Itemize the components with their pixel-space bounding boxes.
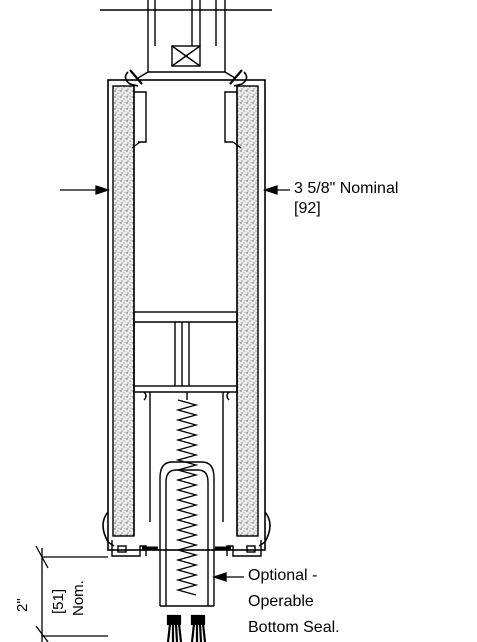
seal-spring-coil bbox=[175, 399, 199, 596]
seal-label-line2: Operable bbox=[248, 593, 314, 610]
seal-housing bbox=[159, 461, 215, 607]
height-dimension-label: 2" bbox=[14, 598, 31, 612]
seal-label-line3: Bottom Seal. bbox=[248, 619, 340, 636]
door-leaf bbox=[107, 79, 266, 551]
width-dimension bbox=[60, 185, 290, 195]
top-frame bbox=[100, 0, 272, 87]
right-insulation-panel bbox=[236, 85, 259, 537]
bottom-clips bbox=[102, 511, 271, 557]
left-insulation-panel bbox=[112, 85, 135, 537]
height-dimension bbox=[35, 545, 108, 642]
bottom-rail-channel bbox=[133, 311, 238, 522]
bottom-brush-seal bbox=[166, 614, 207, 642]
seal-leader bbox=[211, 572, 244, 582]
width-dimension-metric-label: [92] bbox=[294, 200, 321, 217]
height-dimension-note-label: Nom. bbox=[70, 580, 87, 616]
seal-label-line1: Optional - bbox=[248, 567, 318, 584]
height-dimension-metric-label: [51] bbox=[50, 588, 67, 614]
width-dimension-label: 3 5/8" Nominal bbox=[294, 180, 399, 197]
